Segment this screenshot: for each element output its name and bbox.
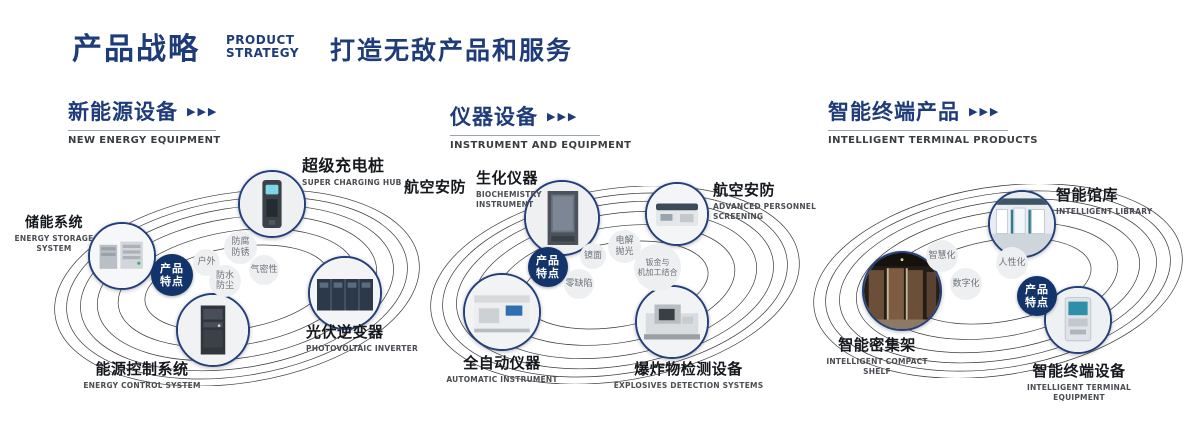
feature-bubble-airtight: 气密性: [249, 255, 279, 285]
feature-bubble-sheetmetal: 钣金与 机加工结合: [634, 244, 681, 291]
explosives-detection-label-en: EXPLOSIVES DETECTION SYSTEMS: [613, 381, 764, 390]
page-title-en-line1: PRODUCT: [226, 33, 295, 47]
node-super-charger: [238, 170, 306, 238]
personnel-screening-image: [647, 184, 707, 244]
compact-shelf-image: [864, 253, 940, 329]
label-biochemistry: 生化仪器 BIOCHEMISTRY INSTRUMENT: [476, 167, 542, 210]
feature-bubble-zero-defect: 零缺陷: [564, 269, 594, 299]
triple-arrow-icon: ▶▶▶: [187, 104, 219, 118]
pv-inverter-label-cn: 光伏逆变器: [306, 323, 384, 341]
feature-bubble-humanized: 人性化: [996, 247, 1028, 279]
compact-shelf-label-en: INTELLIGENT COMPACT SHELF: [826, 357, 928, 376]
biochemistry-label-cn: 生化仪器: [476, 169, 539, 187]
label-energy-storage: 储能系统 ENERGY STORAGE SYSTEM: [12, 212, 96, 254]
section-title-terminal: 智能终端产品 ▶▶▶ INTELLIGENT TERMINAL PRODUCTS: [828, 96, 1038, 146]
badge-instrument-features: 产品 特点: [528, 247, 568, 287]
label-super-charger: 超级充电桩 SUPER CHARGING HUB: [302, 152, 402, 188]
feature-bubble-smart: 智慧化: [926, 240, 958, 272]
energy-control-label-en: ENERGY CONTROL SYSTEM: [83, 381, 201, 390]
biochemistry-image: [526, 182, 598, 254]
node-energy-storage: [88, 222, 156, 290]
compact-shelf-label-cn: 智能密集架: [838, 336, 916, 354]
explosives-detection-image: [637, 287, 707, 357]
personnel-screening-label-cn: 航空安防: [713, 181, 776, 199]
label-pv-inverter: 光伏逆变器 PHOTOVOLTAIC INVERTER: [306, 321, 418, 354]
personnel-screening-label-en: ADVANCED PERSONNEL SCREENING: [713, 202, 817, 221]
super-charger-image: [240, 172, 304, 236]
section-title-energy: 新能源设备 ▶▶▶ NEW ENERGY EQUIPMENT: [68, 96, 221, 146]
automatic-instrument-image: [465, 275, 539, 349]
super-charger-label-cn: 超级充电桩: [302, 156, 385, 175]
node-automatic-instrument: [463, 273, 541, 351]
page-title: 产品战略: [72, 32, 200, 67]
pv-inverter-image: [310, 258, 380, 328]
pv-inverter-label-en: PHOTOVOLTAIC INVERTER: [306, 344, 418, 353]
energy-control-image: [178, 295, 248, 365]
orbit-rings-energy: [54, 190, 420, 386]
triple-arrow-icon: ▶▶▶: [547, 109, 579, 123]
energy-storage-label-cn: 储能系统: [25, 215, 83, 231]
energy-storage-image: [90, 224, 154, 288]
section-title-energy-cn: 新能源设备: [68, 100, 178, 124]
tagline: 打造无敌产品和服务: [330, 36, 574, 65]
label-automatic-instrument: 全自动仪器 AUTOMATIC INSTRUMENT: [428, 352, 576, 385]
terminal-equipment-label-cn: 智能终端设备: [1032, 362, 1126, 380]
energy-storage-label-en: ENERGY STORAGE SYSTEM: [14, 234, 94, 253]
page-title-en: PRODUCT STRATEGY: [226, 33, 300, 61]
title-rule: [828, 130, 1008, 131]
intelligent-library-label-cn: 智能馆库: [1056, 186, 1119, 204]
section-title-instrument: 仪器设备 ▶▶▶ INSTRUMENT AND EQUIPMENT: [450, 101, 631, 151]
node-pv-inverter: [308, 256, 382, 330]
feature-bubble-mirror: 镜面: [580, 243, 606, 269]
section-title-energy-en: NEW ENERGY EQUIPMENT: [68, 135, 221, 146]
feature-bubble-digital: 数字化: [950, 268, 982, 300]
label-personnel-screening: 航空安防 ADVANCED PERSONNEL SCREENING: [713, 179, 816, 222]
feature-bubble-anticorrosion: 防腐 防锈: [224, 231, 257, 264]
node-personnel-screening: [645, 182, 709, 246]
title-rule: [450, 135, 600, 136]
badge-energy-features: 产品 特点: [151, 254, 193, 296]
label-energy-control: 能源控制系统 ENERGY CONTROL SYSTEM: [78, 358, 206, 391]
aviation-security-label-cn: 航空安防: [404, 178, 467, 196]
terminal-equipment-label-en: INTELLIGENT TERMINAL EQUIPMENT: [1026, 383, 1132, 402]
super-charger-label-en: SUPER CHARGING HUB: [302, 178, 402, 187]
triple-arrow-icon: ▶▶▶: [969, 104, 1001, 118]
automatic-instrument-label-en: AUTOMATIC INSTRUMENT: [446, 375, 558, 384]
label-intelligent-library: 智能馆库 INTELLIGENT LIBRARY: [1056, 184, 1152, 217]
title-rule: [68, 130, 216, 131]
section-title-terminal-cn: 智能终端产品: [828, 100, 960, 124]
node-intelligent-library: [988, 190, 1056, 258]
intelligent-library-image: [990, 192, 1054, 256]
label-compact-shelf: 智能密集架 INTELLIGENT COMPACT SHELF: [812, 334, 942, 377]
section-title-terminal-en: INTELLIGENT TERMINAL PRODUCTS: [828, 135, 1038, 146]
intelligent-library-label-en: INTELLIGENT LIBRARY: [1056, 207, 1153, 216]
section-title-instrument-en: INSTRUMENT AND EQUIPMENT: [450, 140, 632, 151]
label-aviation-security: 航空安防: [404, 176, 466, 197]
automatic-instrument-label-cn: 全自动仪器: [463, 354, 541, 372]
page-title-en-line2: STRATEGY: [226, 46, 300, 61]
badge-terminal-features: 产品 特点: [1017, 276, 1057, 316]
explosives-detection-label-cn: 爆炸物检测设备: [634, 360, 743, 378]
terminal-equipment-image: [1046, 288, 1110, 352]
node-terminal-equipment: [1044, 286, 1112, 354]
node-biochemistry: [524, 180, 600, 256]
section-title-instrument-cn: 仪器设备: [450, 105, 538, 129]
label-terminal-equipment: 智能终端设备 INTELLIGENT TERMINAL EQUIPMENT: [1000, 360, 1158, 403]
node-explosives-detection: [635, 285, 709, 359]
feature-bubble-waterproof: 防水 防尘: [209, 265, 241, 297]
energy-control-label-cn: 能源控制系统: [95, 360, 189, 378]
node-energy-control: [176, 293, 250, 367]
biochemistry-label-en: BIOCHEMISTRY INSTRUMENT: [476, 190, 542, 209]
label-explosives-detection: 爆炸物检测设备 EXPLOSIVES DETECTION SYSTEMS: [606, 358, 771, 391]
